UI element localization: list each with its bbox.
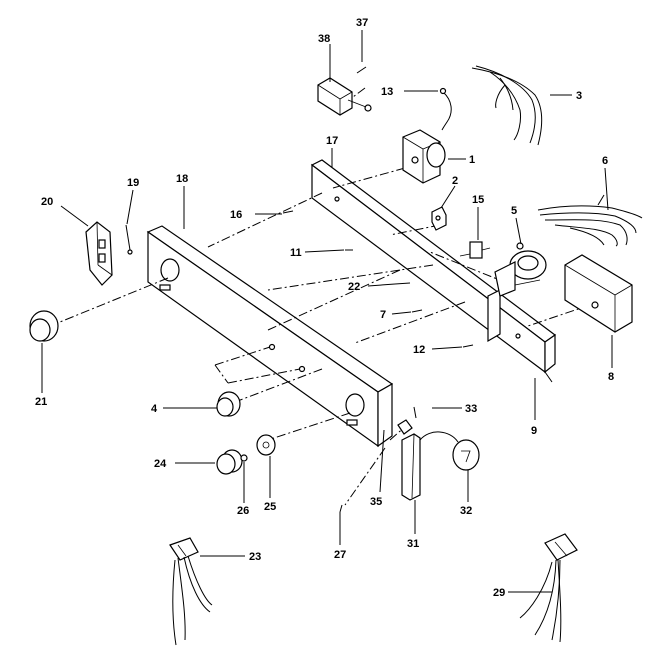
label-17: 17 bbox=[326, 135, 338, 147]
label-31: 31 bbox=[407, 538, 419, 550]
label-5: 5 bbox=[511, 205, 517, 217]
label-24: 24 bbox=[154, 458, 167, 470]
part-32-switch bbox=[419, 431, 480, 471]
label-32: 32 bbox=[460, 505, 472, 517]
label-35: 35 bbox=[370, 496, 382, 508]
label-29: 29 bbox=[493, 587, 505, 599]
label-38: 38 bbox=[318, 33, 330, 45]
leader-lines bbox=[41, 30, 613, 593]
part-26-clip bbox=[240, 454, 248, 462]
label-18: 18 bbox=[176, 173, 188, 185]
part-21-knob bbox=[29, 310, 59, 342]
label-13: 13 bbox=[381, 86, 393, 98]
part-25-washer bbox=[256, 434, 276, 456]
part-6-harness bbox=[537, 194, 643, 247]
label-27: 27 bbox=[334, 549, 346, 561]
control-panel bbox=[146, 225, 394, 448]
part-3-harness bbox=[471, 65, 543, 146]
part-38-relay bbox=[317, 77, 372, 116]
part-33-screw bbox=[413, 406, 417, 419]
part-31-switch bbox=[401, 433, 421, 501]
part-23-harness bbox=[169, 537, 213, 646]
part-1-timer bbox=[402, 129, 446, 184]
part-37-screw bbox=[356, 66, 367, 74]
label-20: 20 bbox=[41, 196, 53, 208]
part-20-bracket bbox=[85, 221, 113, 286]
label-23: 23 bbox=[249, 551, 261, 563]
part-4-knob bbox=[216, 391, 241, 417]
label-15: 15 bbox=[472, 194, 484, 206]
label-33: 33 bbox=[465, 403, 477, 415]
label-2: 2 bbox=[452, 175, 458, 187]
label-9: 9 bbox=[531, 425, 537, 437]
label-3: 3 bbox=[576, 90, 582, 102]
part-15-connector bbox=[459, 241, 491, 259]
part-labels: 38 37 13 3 1 17 2 16 15 5 6 11 22 7 12 8… bbox=[35, 17, 614, 599]
part-35-bracket bbox=[397, 419, 413, 435]
label-8: 8 bbox=[608, 371, 614, 383]
part-9-screw bbox=[544, 371, 553, 383]
label-11: 11 bbox=[290, 247, 302, 259]
label-1: 1 bbox=[469, 154, 475, 166]
rear-bracket bbox=[310, 159, 557, 374]
label-16: 16 bbox=[230, 209, 242, 221]
part-2-switch bbox=[431, 206, 447, 231]
part-5-motor bbox=[494, 242, 547, 297]
label-19: 19 bbox=[127, 177, 139, 189]
part-13-fuse bbox=[439, 87, 452, 131]
label-6: 6 bbox=[602, 155, 608, 167]
label-12: 12 bbox=[413, 344, 425, 356]
label-37: 37 bbox=[356, 17, 368, 29]
part-27-screw bbox=[339, 504, 343, 513]
label-4: 4 bbox=[151, 403, 158, 415]
label-25: 25 bbox=[264, 501, 276, 513]
part-24-knob bbox=[216, 449, 243, 475]
label-7: 7 bbox=[380, 309, 386, 321]
part-29-harness bbox=[519, 533, 578, 643]
label-21: 21 bbox=[35, 396, 47, 408]
label-22: 22 bbox=[348, 281, 360, 293]
label-26: 26 bbox=[237, 505, 249, 517]
mounting-lines bbox=[59, 87, 591, 506]
part-8-control bbox=[564, 254, 633, 333]
small-screws bbox=[125, 210, 474, 348]
